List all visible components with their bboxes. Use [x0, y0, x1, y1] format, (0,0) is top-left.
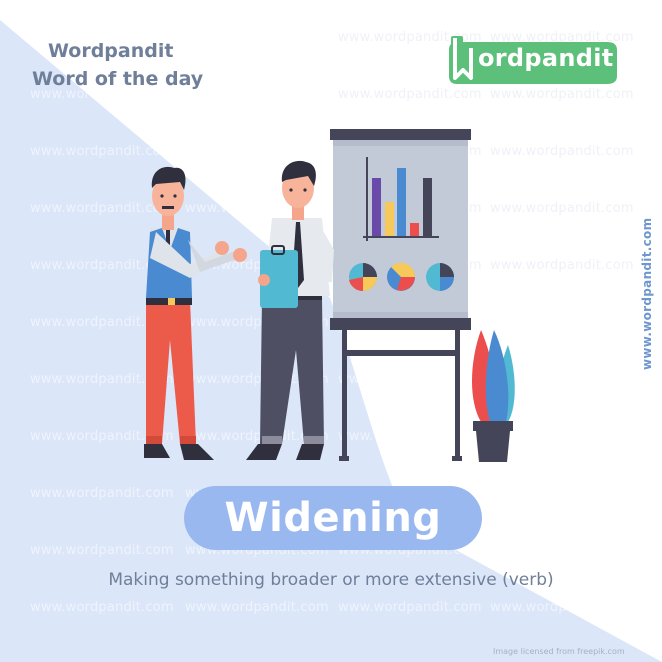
bar-red [410, 223, 419, 236]
pie-chart-2 [387, 262, 416, 291]
bookmark-w-icon [453, 38, 473, 80]
bar-yellow [385, 202, 394, 236]
bar-blue [397, 168, 406, 236]
word-pill: Widening [184, 486, 482, 550]
logo-text: ordpandit [478, 44, 614, 72]
presentation-board [330, 129, 471, 461]
brand-title: Wordpandit [48, 40, 174, 62]
bar-dark [423, 178, 432, 236]
potted-plant [471, 330, 515, 462]
word-definition: Making something broader or more extensi… [108, 570, 554, 590]
pie-chart-3 [426, 263, 454, 291]
man-with-clipboard [246, 160, 334, 460]
wordpandit-logo [449, 36, 617, 84]
man-with-vest [144, 166, 247, 460]
image-credit: Image licensed from freepik.com [493, 647, 625, 656]
bar-purple [372, 178, 381, 236]
brand-subtitle: Word of the day [32, 68, 204, 90]
pie-chart-1 [349, 263, 377, 292]
word-of-the-day: Widening [224, 495, 442, 541]
